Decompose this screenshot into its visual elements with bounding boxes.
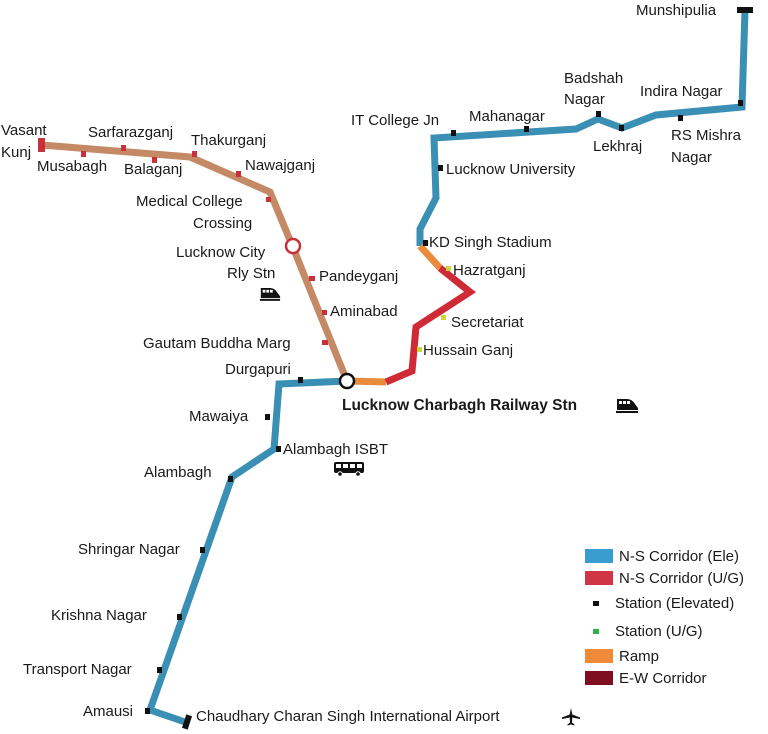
station-secretariat[interactable]: Secretariat <box>451 314 524 331</box>
ew-station-markers <box>81 145 328 345</box>
station-kd-singh-stadium[interactable]: KD Singh Stadium <box>429 234 552 251</box>
station-medical-college-line1[interactable]: Medical College <box>136 193 243 210</box>
station-badshah-nagar-line1[interactable]: Badshah <box>564 70 624 87</box>
ns-elevated-north-line <box>416 9 749 246</box>
station-transport-nagar[interactable]: Transport Nagar <box>23 661 132 678</box>
station-lucknow-city-line1[interactable]: Lucknow City <box>176 244 266 261</box>
legend-label: N-S Corridor (Ele) <box>619 547 740 565</box>
station-lucknow-university[interactable]: Lucknow University <box>446 161 576 178</box>
station-vasant-kunj-line1[interactable]: Vasant <box>1 122 47 139</box>
station-gautam-buddha-marg[interactable]: Gautam Buddha Marg <box>143 335 291 352</box>
ew-corridor-swatch <box>585 671 613 685</box>
station-nawajganj[interactable]: Nawajganj <box>245 157 316 174</box>
station-it-college-jn[interactable]: IT College Jn <box>351 112 440 129</box>
station-lekhraj[interactable]: Lekhraj <box>593 138 643 155</box>
station-badshah-nagar-line2[interactable]: Nagar <box>564 91 605 108</box>
station-munshipulia[interactable]: Munshipulia <box>636 2 717 19</box>
lucknow-city-interchange <box>284 237 302 255</box>
station-mawaiya[interactable]: Mawaiya <box>189 408 249 425</box>
station-rs-mishra-nagar-line2[interactable]: Nagar <box>671 149 712 166</box>
legend-label: Station (Elevated) <box>615 594 735 612</box>
munshipulia-terminal <box>737 7 753 13</box>
legend-ramp: Ramp <box>585 645 768 667</box>
legend-station-ug: Station (U/G) <box>585 617 768 645</box>
station-rs-mishra-nagar-line1[interactable]: RS Mishra <box>671 127 742 144</box>
legend-ew-corridor: E-W Corridor <box>585 667 768 689</box>
ramp-north <box>417 243 443 271</box>
train-icon <box>616 399 638 413</box>
station-alambagh-isbt[interactable]: Alambagh ISBT <box>283 441 389 458</box>
ew-corridor-line <box>41 141 351 383</box>
vasant-kunj-terminal <box>38 138 45 152</box>
station-indira-nagar[interactable]: Indira Nagar <box>640 83 723 100</box>
station-vasant-kunj-line2[interactable]: Kunj <box>1 144 32 161</box>
station-lucknow-charbagh[interactable]: Lucknow Charbagh Railway Stn <box>342 397 578 414</box>
station-balaganj[interactable]: Balaganj <box>124 161 183 178</box>
station-alambagh[interactable]: Alambagh <box>144 464 212 481</box>
legend-station-elevated: Station (Elevated) <box>585 589 768 617</box>
station-amausi[interactable]: Amausi <box>83 703 134 720</box>
station-lucknow-city-line2[interactable]: Rly Stn <box>227 265 276 282</box>
legend-label: Ramp <box>619 647 660 665</box>
charbagh-interchange <box>338 372 356 390</box>
legend-ns-elevated: N-S Corridor (Ele) <box>585 545 768 567</box>
ramp-swatch <box>585 649 613 663</box>
station-pandeyganj[interactable]: Pandeyganj <box>319 268 399 285</box>
station-shringar-nagar[interactable]: Shringar Nagar <box>78 541 180 558</box>
elevated-station-markers <box>145 100 743 714</box>
airplane-icon <box>562 708 580 726</box>
station-elevated-dot <box>593 600 599 606</box>
ug-station-markers <box>417 266 451 352</box>
airport-terminal <box>181 714 193 730</box>
station-medical-college-line2[interactable]: Crossing <box>193 215 253 232</box>
legend-label: N-S Corridor (U/G) <box>619 569 745 587</box>
station-hussain-ganj[interactable]: Hussain Ganj <box>423 342 514 359</box>
ns-underground-swatch <box>585 571 613 585</box>
ns-elevated-south-line <box>145 377 348 727</box>
station-ug-dot <box>593 628 599 634</box>
station-musabagh[interactable]: Musabagh <box>37 158 108 175</box>
station-mahanagar[interactable]: Mahanagar <box>469 108 545 125</box>
legend-ns-underground: N-S Corridor (U/G) <box>585 567 768 589</box>
station-krishna-nagar[interactable]: Krishna Nagar <box>51 607 147 624</box>
map-legend: N-S Corridor (Ele) N-S Corridor (U/G) St… <box>585 545 768 689</box>
station-hazratganj[interactable]: Hazratganj <box>453 262 526 279</box>
bus-icon <box>334 462 364 477</box>
station-durgapuri[interactable]: Durgapuri <box>225 361 291 378</box>
ns-underground-line <box>384 265 476 386</box>
station-sarfarazganj[interactable]: Sarfarazganj <box>88 124 174 141</box>
legend-label: E-W Corridor <box>619 669 707 687</box>
legend-label: Station (U/G) <box>615 622 703 640</box>
station-thakurganj[interactable]: Thakurganj <box>191 132 267 149</box>
station-aminabad[interactable]: Aminabad <box>330 303 398 320</box>
station-airport[interactable]: Chaudhary Charan Singh International Air… <box>196 708 500 725</box>
train-icon <box>259 288 281 301</box>
ns-elevated-swatch <box>585 549 613 563</box>
